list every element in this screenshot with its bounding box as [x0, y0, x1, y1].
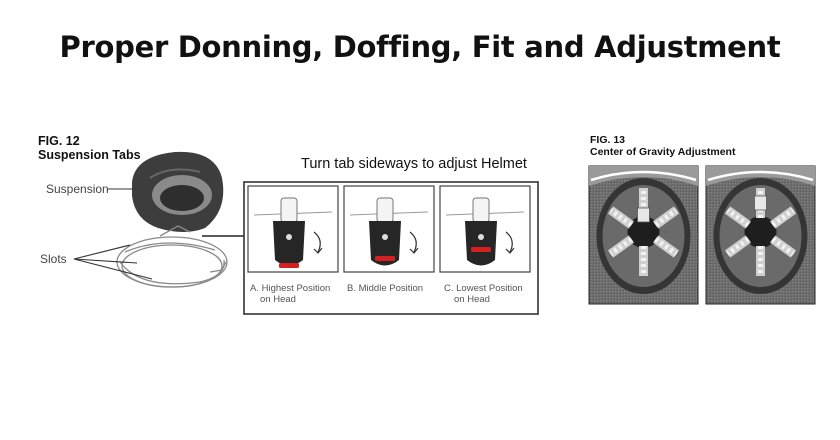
tab-panel-a [247, 185, 339, 273]
position-c-label: C. Lowest Position [444, 283, 523, 294]
position-caption-c: C. Lowest Position on Head [444, 283, 523, 306]
fig13-caption: FIG. 13 Center of Gravity Adjustment [590, 134, 735, 158]
fig13-subtitle: Center of Gravity Adjustment [590, 146, 736, 159]
slots-pointer-lines [73, 244, 153, 280]
fig13-number: FIG. 13 [590, 134, 626, 146]
position-indicator [471, 247, 491, 252]
helmet-interior-photos [588, 165, 816, 305]
headband-slots-illustration [116, 225, 228, 288]
position-c-sub: on Head [454, 294, 490, 306]
position-a-label: A. Highest Position [250, 283, 331, 294]
fig12-number: FIG. 12 [38, 134, 80, 148]
suspension-illustration [132, 151, 224, 232]
page-title: Proper Donning, Doffing, Fit and Adjustm… [59, 30, 781, 64]
helmet-interior-1 [588, 165, 699, 305]
slots-annotation: Slots [40, 252, 67, 266]
position-indicator [375, 256, 395, 261]
position-indicator [279, 263, 299, 268]
position-a-sub: on Head [260, 294, 296, 306]
tab-panel-c [439, 185, 531, 273]
fig12-caption: FIG. 12 Suspension Tabs [38, 134, 141, 163]
fig12-subtitle: Suspension Tabs [38, 148, 141, 163]
helmet-interior-2 [705, 165, 816, 305]
position-b-label: B. Middle Position [347, 283, 424, 294]
tab-panel-b [343, 185, 435, 273]
adjust-instruction: Turn tab sideways to adjust Helmet [301, 156, 527, 172]
suspension-annotation: Suspension [46, 182, 109, 196]
position-caption-a: A. Highest Position on Head [250, 283, 330, 306]
position-caption-b: B. Middle Position [347, 283, 423, 294]
tab-position-panels [247, 185, 531, 273]
